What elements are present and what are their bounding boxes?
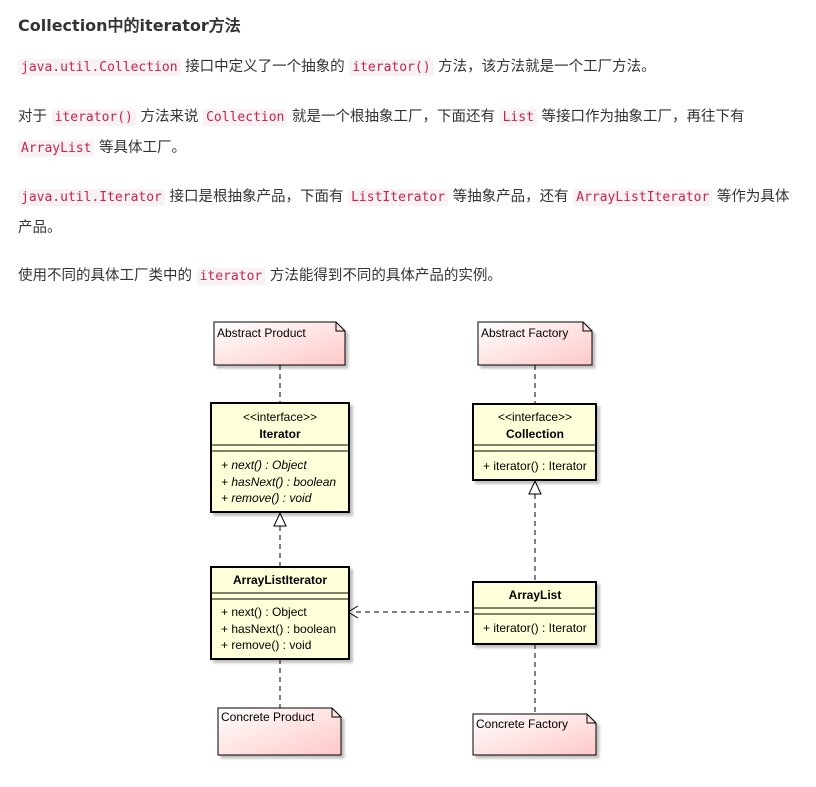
paragraph-3: java.util.Iterator 接口是根抽象产品，下面有 ListIter… <box>18 182 803 243</box>
paragraph-2: 对于 iterator() 方法来说 Collection 就是一个根抽象工厂，… <box>18 102 803 164</box>
collection-stereotype: <<interface>> <box>498 410 572 424</box>
text-span: 方法能得到不同的具体产品的实例。 <box>265 268 502 284</box>
text-span: 等具体工厂。 <box>94 140 187 156</box>
class-arraylistiterator <box>210 566 350 660</box>
note-abstract-factory-label: Abstract Factory <box>481 326 568 340</box>
paragraph-1: java.util.Collection 接口中定义了一个抽象的 iterato… <box>18 52 803 83</box>
text-span: 等接口作为抽象工厂，再往下有 <box>536 109 745 125</box>
iterator-method: + hasNext() : boolean <box>221 475 336 489</box>
code-span: ArrayList <box>18 140 95 157</box>
code-span: iterator() <box>349 59 434 76</box>
code-span: List <box>499 109 537 126</box>
iterator-method: + remove() : void <box>221 491 312 505</box>
class-iterator <box>210 402 350 513</box>
code-span: Collection <box>203 109 288 126</box>
arraylist-method: + iterator() : Iterator <box>483 621 587 635</box>
iterator-method: + next() : Object <box>221 458 307 472</box>
code-span: ArrayListIterator <box>573 189 713 206</box>
text-span: 等作为具体产品。 <box>18 189 790 236</box>
code-span: java.util.Iterator <box>18 189 165 206</box>
realization-arrowhead-collection <box>528 479 542 495</box>
class-collection <box>472 403 597 481</box>
code-span: iterator <box>196 268 266 285</box>
text-span: 方法，该方法就是一个工厂方法。 <box>433 59 656 75</box>
note-concrete-factory-label: Concrete Factory <box>476 717 568 731</box>
note-abstract-product-label: Abstract Product <box>217 326 306 340</box>
note-abstract-factory <box>477 321 593 366</box>
arraylistiterator-method: + remove() : void <box>221 638 311 652</box>
code-span: java.util.Collection <box>18 59 181 76</box>
note-concrete-factory <box>472 713 597 756</box>
code-span: ListIterator <box>348 189 449 206</box>
realization-arrowhead-iterator <box>273 511 287 527</box>
arraylist-name: ArrayList <box>509 588 562 602</box>
text-span: 使用不同的具体工厂类中的 <box>18 268 197 284</box>
arraylistiterator-method: + next() : Object <box>221 605 307 619</box>
arraylistiterator-method: + hasNext() : boolean <box>221 622 336 636</box>
text-span: 对于 <box>18 109 52 125</box>
note-abstract-product <box>213 321 346 366</box>
note-concrete-product <box>217 707 342 756</box>
collection-method: + iterator() : Iterator <box>483 459 587 473</box>
text-span: 等抽象产品，还有 <box>448 189 574 205</box>
iterator-stereotype: <<interface>> <box>243 410 317 424</box>
text-span: 就是一个根抽象工厂，下面还有 <box>287 109 500 125</box>
paragraph-4: 使用不同的具体工厂类中的 iterator 方法能得到不同的具体产品的实例。 <box>18 261 803 292</box>
arraylistiterator-name: ArrayListIterator <box>233 573 327 587</box>
note-concrete-product-label: Concrete Product <box>221 710 315 724</box>
collection-name: Collection <box>506 427 564 441</box>
class-arraylist <box>472 581 597 645</box>
code-span: iterator() <box>51 109 136 126</box>
text-span: 方法来说 <box>135 109 204 125</box>
text-span: 接口中定义了一个抽象的 <box>180 59 350 75</box>
iterator-name: Iterator <box>259 427 301 441</box>
page-heading: Collection中的iterator方法 <box>18 16 241 35</box>
text-span: 接口是根抽象产品，下面有 <box>164 189 349 205</box>
